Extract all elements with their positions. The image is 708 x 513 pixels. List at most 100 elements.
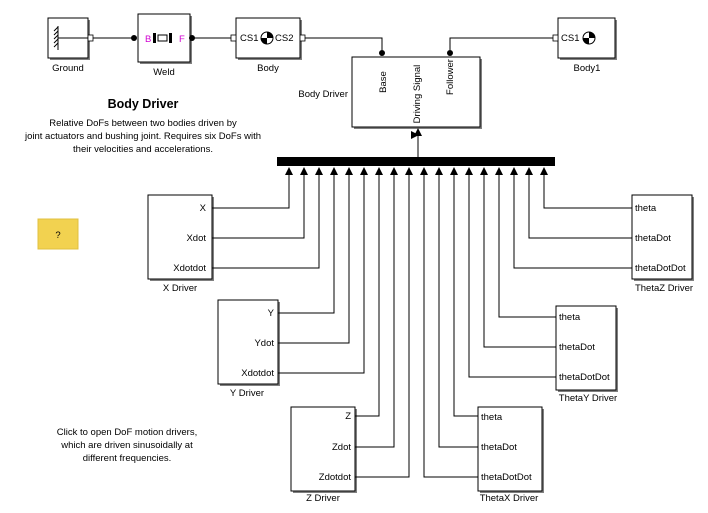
help-button-label: ? [55,230,60,241]
thetaz-driver-output-thetadotdot: thetaDotDot [635,263,686,274]
wire-thetaz [513,173,632,269]
wire-zdotdot [355,173,410,478]
y-driver-label: Y Driver [230,388,264,399]
x-driver-output-x: X [200,203,207,214]
y-driver-output-xdotdot: Xdotdot [241,368,274,379]
thetay-driver-output-theta: theta [559,312,581,323]
footnote-line-3: different frequencies. [83,453,172,464]
ground-icon [53,26,88,50]
thetay-driver-output-thetadotdot: thetaDotDot [559,372,610,383]
body-label: Body [257,63,279,74]
ground-port[interactable] [87,34,94,42]
help-button[interactable]: ? [37,218,79,250]
mux-input-arrow [315,167,323,175]
thetaz-driver-block[interactable]: theta thetaDot thetaDotDot ThetaZ Driver [631,194,694,294]
body-mass-icon [260,31,274,45]
mux-input-arrow [405,167,413,175]
body1-port-cs1[interactable] [552,34,559,42]
mux-input-arrow [435,167,443,175]
x-driver-block[interactable]: X Xdot Xdotdot X Driver [147,194,214,294]
body-driver-block[interactable]: Body Driver Base Driving Signal Follower [298,56,482,129]
weld-port-f-label: F [179,34,185,45]
wire-body1-follower [449,37,553,50]
z-driver-label: Z Driver [306,493,340,504]
ground-block[interactable]: Ground [47,17,94,74]
mux-input-arrow [330,167,338,175]
x-driver-output-xdotdot: Xdotdot [173,263,206,274]
body1-mass-icon [582,31,596,45]
thetax-driver-output-thetadotdot: thetaDotDot [481,472,532,483]
footnote-line-1: Click to open DoF motion drivers, [57,427,197,438]
body-driver-signal-label: Driving Signal [412,65,423,124]
wire-thetay [468,173,556,378]
wire-thetaxdot [438,173,478,448]
mux-input-arrow [345,167,353,175]
thetax-driver-output-thetadot: thetaDot [481,442,517,453]
wire-thetaxdotdot [453,173,478,417]
mux-input-arrow [300,167,308,175]
thetax-driver-label: ThetaX Driver [480,493,539,504]
mux-input-arrow [420,167,428,175]
z-driver-output-z: Z [345,411,351,422]
body-driver-label: Body Driver [298,89,348,100]
body-port-cs2[interactable] [299,34,306,42]
body1-block[interactable]: CS1 Body1 [552,17,617,74]
y-driver-block[interactable]: Y Ydot Xdotdot Y Driver [217,299,280,399]
x-driver-output-xdot: Xdot [186,233,206,244]
connection-dot [131,35,137,41]
mux-input-arrow [375,167,383,175]
description-line-1: Relative DoFs between two bodies driven … [49,118,237,129]
mux-input-arrow [480,167,488,175]
weld-block[interactable]: B F Weld [137,13,192,78]
z-driver-output-zdotdot: Zdotdot [319,472,352,483]
connection-dot [447,50,453,56]
body-block[interactable]: CS1 CS2 Body [230,17,306,74]
thetaz-driver-output-thetadot: thetaDot [635,233,671,244]
mux-input-arrow [540,167,548,175]
wire-thetazdotdot [543,173,632,209]
mux-input-arrow [390,167,398,175]
wire-xdot [212,173,305,239]
wire-thetax [423,173,478,478]
page-title: Body Driver [108,97,179,111]
body-cs1-label: CS1 [240,33,258,44]
y-driver-output-ydot: Ydot [254,338,274,349]
body1-label: Body1 [574,63,601,74]
wire-body-base [305,37,383,50]
thetaz-driver-label: ThetaZ Driver [635,283,693,294]
mux-input-arrow [360,167,368,175]
mux-input-arrow [495,167,503,175]
mux-input-arrow [525,167,533,175]
thetay-driver-output-thetadot: thetaDot [559,342,595,353]
thetaz-driver-output-theta: theta [635,203,657,214]
ground-label: Ground [52,63,84,74]
body-driver-follower-label: Follower [445,59,456,95]
mux-input-arrow [465,167,473,175]
weld-label: Weld [153,67,174,78]
body-driver-base-label: Base [378,71,389,93]
thetay-driver-block[interactable]: theta thetaDot thetaDotDot ThetaY Driver [555,305,618,404]
thetax-driver-block[interactable]: theta thetaDot thetaDotDot ThetaX Driver [477,406,544,504]
mux-input-arrows [285,167,548,175]
footnote-line-2: which are driven sinusoidally at [60,440,193,451]
mux-input-arrow [510,167,518,175]
body-port-cs1[interactable] [230,34,237,42]
body-cs2-label: CS2 [275,33,293,44]
wire-ydotdot [278,173,365,374]
wire-x [212,173,290,209]
mux-bar[interactable] [277,157,555,166]
body1-cs1-label: CS1 [561,33,579,44]
thetay-driver-label: ThetaY Driver [559,393,617,404]
wire-xdotdot [212,173,320,269]
weld-port-b-label: B [145,34,151,45]
wire-y [278,173,335,314]
wire-zdot [355,173,395,448]
thetax-driver-output-theta: theta [481,412,503,423]
x-driver-label: X Driver [163,283,197,294]
z-driver-block[interactable]: Z Zdot Zdotdot Z Driver [290,406,357,504]
connection-dot [379,50,385,56]
wire-thetaydot [483,173,556,348]
wire-thetazdot [528,173,632,239]
wire-z [355,173,380,417]
